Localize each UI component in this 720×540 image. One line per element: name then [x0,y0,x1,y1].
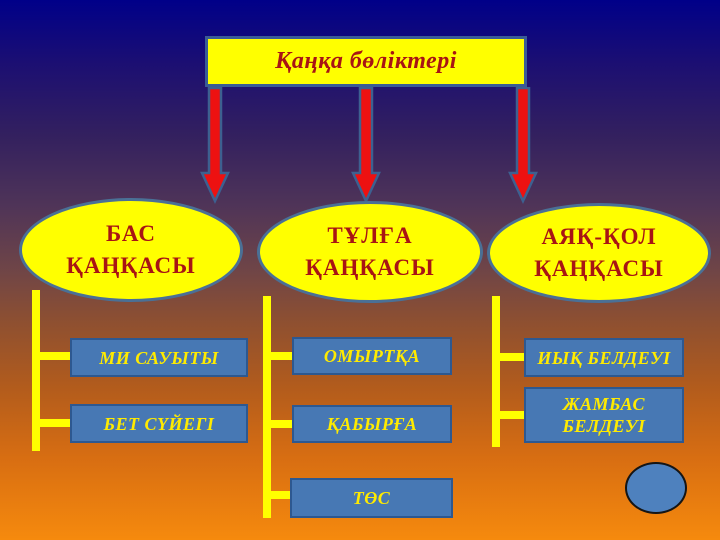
item-box-sternum: ТӨС [290,478,453,518]
item-box-ribs: ҚАБЫРҒА [292,405,452,443]
connector-line [263,296,271,518]
item-label: ОМЫРТҚА [323,346,421,366]
item-box-facial-bone: БЕТ СҮЙЕГІ [70,404,248,443]
item-label: МИ САУЫТЫ [99,347,219,368]
group-label-line: АЯҚ-ҚОЛ [541,224,657,249]
connector-line [500,411,524,419]
item-label: ҚАБЫРҒА [326,414,418,434]
title-box: Қаңқа бөліктері [205,36,527,87]
decorative-circle [625,462,687,514]
connector-line [40,352,70,360]
item-label: ЖАМБАС БЕЛДЕУІ [562,394,646,436]
group-ellipse-head-skeleton: БАС ҚАҢҚАСЫ [19,198,243,302]
item-box-shoulder-girdle: ИЫҚ БЕЛДЕУІ [524,338,684,377]
down-arrow-icon [508,87,538,204]
connector-line [500,353,524,361]
down-arrow-icon [351,87,381,204]
group-ellipse-torso-skeleton: ТҰЛҒА ҚАҢҚАСЫ [257,201,483,303]
connector-line [271,491,292,499]
item-box-brain-case: МИ САУЫТЫ [70,338,248,377]
group-label-line: ТҰЛҒА [327,223,413,248]
item-label: ТӨС [352,488,391,508]
page-title: Қаңқа бөліктері [275,48,457,74]
connector-line [492,296,500,447]
connector-line [32,290,40,451]
group-label-line: ҚАҢҚАСЫ [534,256,664,281]
group-label-line: ҚАҢҚАСЫ [305,255,435,280]
connector-line [271,352,292,360]
item-box-spine: ОМЫРТҚА [292,337,452,375]
group-label-line: ҚАҢҚАСЫ [66,253,196,278]
connector-line [271,420,292,428]
item-box-pelvic-girdle: ЖАМБАС БЕЛДЕУІ [524,387,684,443]
item-label: ИЫҚ БЕЛДЕУІ [537,347,671,368]
group-label-line: БАС [106,221,156,246]
down-arrow-icon [200,87,230,204]
item-label: БЕТ СҮЙЕГІ [103,413,215,434]
group-ellipse-limb-skeleton: АЯҚ-ҚОЛ ҚАҢҚАСЫ [487,203,711,303]
connector-line [40,419,70,427]
